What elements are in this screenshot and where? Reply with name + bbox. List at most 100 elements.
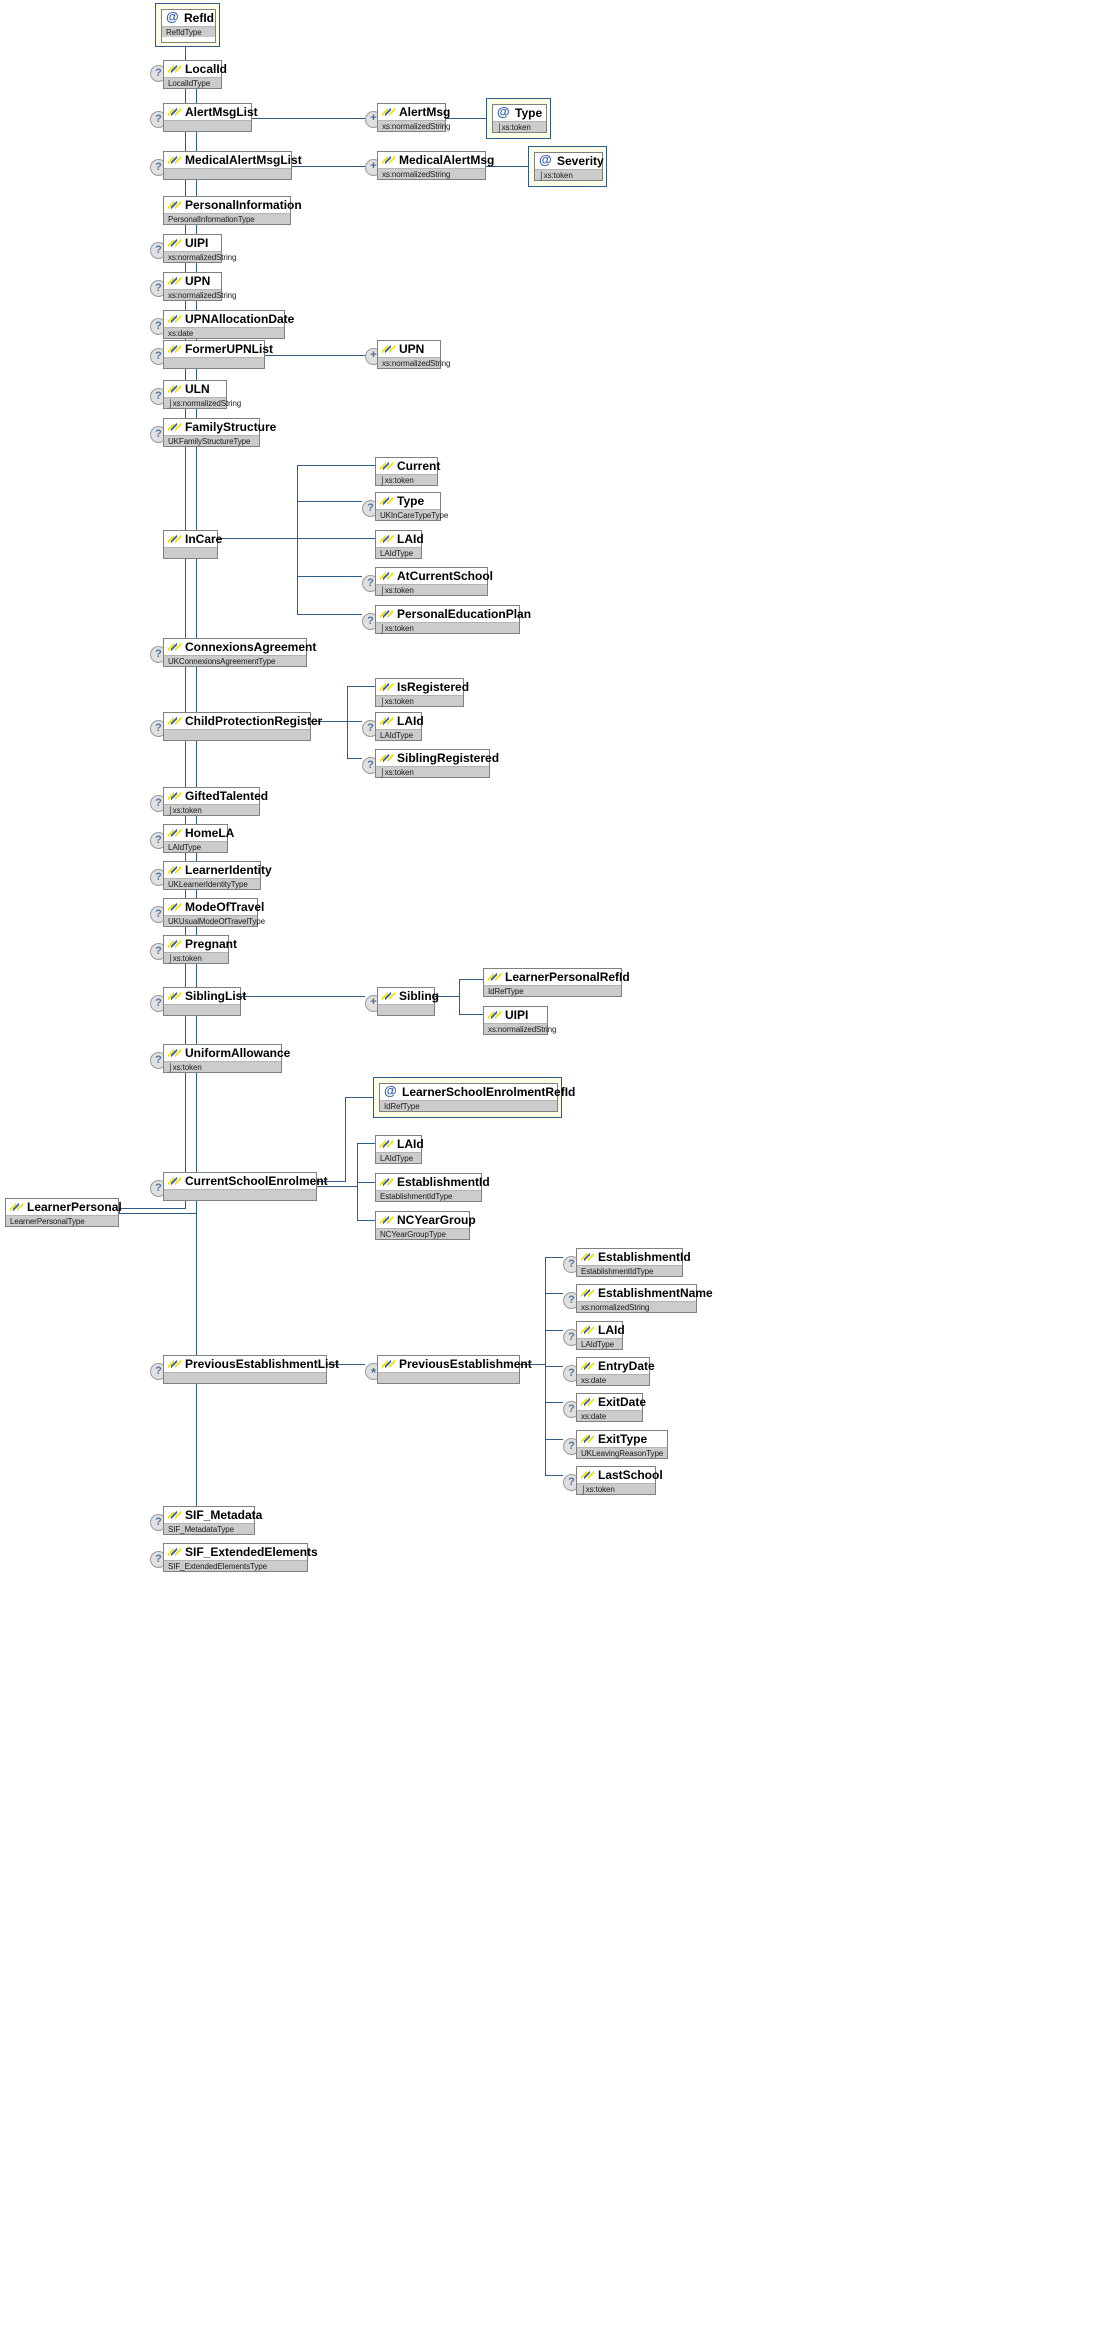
connector-root-to-attr-spine: [119, 1208, 186, 1209]
node-cse-laid-type: LAIdType: [376, 1152, 421, 1163]
node-childprotectionregister-type: [164, 729, 310, 740]
node-formerupnlist[interactable]: FormerUPNList: [163, 340, 273, 369]
node-uniformallowance-name: UniformAllowance: [164, 1045, 290, 1061]
node-pe-lastschool[interactable]: LastSchool ⌡xs:token: [576, 1466, 663, 1495]
node-cpr-siblingregistered[interactable]: SiblingRegistered ⌡xs:token: [375, 749, 499, 778]
node-siblinglist-name: SiblingList: [164, 988, 246, 1004]
node-upn[interactable]: UPN xs:normalizedString: [163, 272, 236, 301]
connector-alertmsglist-to-alertmsg: [252, 118, 365, 119]
node-cse-learnerschoolenrolmentrefid[interactable]: LearnerSchoolEnrolmentRefId IdRefType: [379, 1083, 575, 1112]
node-incare-current[interactable]: Current ⌡xs:token: [375, 457, 440, 486]
node-cse-establishmentid-name: EstablishmentId: [376, 1174, 490, 1190]
node-pe-exittype-type: UKLeavingReasonType: [577, 1447, 667, 1458]
node-localid[interactable]: LocalId LocalIdType: [163, 60, 227, 89]
node-incare-personaleducationplan-name: PersonalEducationPlan: [376, 606, 531, 622]
node-incare-type-type: UKInCareTypeType: [376, 509, 448, 520]
node-giftedtalented[interactable]: GiftedTalented ⌡xs:token: [163, 787, 268, 816]
node-giftedtalented-name: GiftedTalented: [164, 788, 268, 804]
node-cse-ncyeargroup-type: NCYearGroupType: [376, 1228, 469, 1239]
node-currentschoolenrolment-type: [164, 1189, 316, 1200]
node-medicalalertmsg[interactable]: MedicalAlertMsg xs:normalizedString: [377, 151, 494, 180]
node-connexionsagreement-name: ConnexionsAgreement: [164, 639, 316, 655]
connector-cpr-out: [311, 721, 347, 722]
node-cse-laid[interactable]: LAId LAIdType: [375, 1135, 424, 1164]
connector-pe-exittype: [545, 1439, 563, 1440]
node-uniformallowance[interactable]: UniformAllowance ⌡xs:token: [163, 1044, 290, 1073]
node-pe-laid[interactable]: LAId LAIdType: [576, 1321, 625, 1350]
node-upnallocationdate[interactable]: UPNAllocationDate xs:date: [163, 310, 294, 339]
node-personalinformation[interactable]: PersonalInformation PersonalInformationT…: [163, 196, 302, 225]
node-upnallocationdate-name: UPNAllocationDate: [164, 311, 294, 327]
node-connexionsagreement[interactable]: ConnexionsAgreement UKConnexionsAgreemen…: [163, 638, 316, 667]
node-currentschoolenrolment[interactable]: CurrentSchoolEnrolment: [163, 1172, 328, 1201]
node-incare-type-name: Type: [376, 493, 440, 509]
node-cse-establishmentid[interactable]: EstablishmentId EstablishmentIdType: [375, 1173, 490, 1202]
node-pregnant-type: ⌡xs:token: [164, 952, 228, 963]
node-cpr-laid[interactable]: LAId LAIdType: [375, 712, 424, 741]
node-refid[interactable]: RefId RefIdType: [161, 9, 216, 43]
node-sif-extendedelements-name: SIF_ExtendedElements: [164, 1544, 318, 1560]
node-incare-laid[interactable]: LAId LAIdType: [375, 530, 424, 559]
node-formerupn-name: UPN: [378, 341, 440, 357]
node-pregnant[interactable]: Pregnant ⌡xs:token: [163, 935, 237, 964]
node-modeoftravel[interactable]: ModeOfTravel UKUsualModeOfTravelType: [163, 898, 265, 927]
node-familystructure[interactable]: FamilyStructure UKFamilyStructureType: [163, 418, 276, 447]
node-uln[interactable]: ULN ⌡xs:normalizedString: [163, 380, 241, 409]
node-sibling-uipi[interactable]: UIPI xs:normalizedString: [483, 1006, 556, 1035]
connector-cpr-isreg: [347, 686, 375, 687]
connector-alertmsg-to-type: [446, 118, 486, 119]
node-previousestablishment-type: [378, 1372, 519, 1383]
node-sif-metadata[interactable]: SIF_Metadata SIF_MetadataType: [163, 1506, 262, 1535]
node-sif-extendedelements[interactable]: SIF_ExtendedElements SIF_ExtendedElement…: [163, 1543, 318, 1572]
connector-cpr-bus: [347, 686, 348, 758]
node-alertmsg[interactable]: AlertMsg xs:normalizedString: [377, 103, 450, 132]
optional-marker-pe-entrydate: ?: [563, 1365, 580, 1382]
node-alertmsglist-type: [164, 120, 251, 131]
node-pe-establishmentid[interactable]: EstablishmentId EstablishmentIdType: [576, 1248, 691, 1277]
node-localid-type: LocalIdType: [164, 77, 221, 88]
node-sibling[interactable]: Sibling: [377, 987, 439, 1016]
node-uipi[interactable]: UIPI xs:normalizedString: [163, 234, 236, 263]
node-alertmsglist-name: AlertMsgList: [164, 104, 258, 120]
node-learnerpersonal-root[interactable]: LearnerPersonal LearnerPersonalType: [5, 1198, 122, 1227]
node-sibling-learnerpersonalrefid[interactable]: LearnerPersonalRefId IdRefType: [483, 968, 630, 997]
node-siblinglist[interactable]: SiblingList: [163, 987, 246, 1016]
node-formerupn[interactable]: UPN xs:normalizedString: [377, 340, 450, 369]
node-pe-exittype-name: ExitType: [577, 1431, 667, 1447]
node-cpr-isregistered[interactable]: IsRegistered ⌡xs:token: [375, 678, 469, 707]
node-alertmsglist[interactable]: AlertMsgList: [163, 103, 258, 132]
node-previousestablishmentlist[interactable]: PreviousEstablishmentList: [163, 1355, 339, 1384]
node-pe-laid-type: LAIdType: [577, 1338, 622, 1349]
node-cse-ncyeargroup[interactable]: NCYearGroup NCYearGroupType: [375, 1211, 476, 1240]
node-incare-personaleducationplan[interactable]: PersonalEducationPlan ⌡xs:token: [375, 605, 531, 634]
node-uipi-type: xs:normalizedString: [164, 251, 236, 262]
node-incare-atcurrentschool[interactable]: AtCurrentSchool ⌡xs:token: [375, 567, 493, 596]
node-learneridentity[interactable]: LearnerIdentity UKLearnerIdentityType: [163, 861, 272, 890]
node-childprotectionregister[interactable]: ChildProtectionRegister: [163, 712, 322, 741]
node-cpr-siblingregistered-type: ⌡xs:token: [376, 766, 489, 777]
node-uln-type: ⌡xs:normalizedString: [164, 397, 241, 408]
node-incare[interactable]: InCare: [163, 530, 222, 559]
node-incare-atcurrentschool-type: ⌡xs:token: [376, 584, 487, 595]
node-pregnant-name: Pregnant: [164, 936, 237, 952]
node-pe-lastschool-name: LastSchool: [577, 1467, 663, 1483]
node-pe-establishmentname[interactable]: EstablishmentName xs:normalizedString: [576, 1284, 713, 1313]
node-pe-establishmentname-name: EstablishmentName: [577, 1285, 713, 1301]
connector-sibling-out: [435, 996, 459, 997]
connector-cse-lseref: [345, 1097, 373, 1098]
node-incare-type[interactable]: Type UKInCareTypeType: [375, 492, 448, 521]
node-alertmsg-type-attr[interactable]: Type ⌡xs:token: [492, 104, 547, 133]
node-localid-name: LocalId: [164, 61, 227, 77]
node-pe-lastschool-type: ⌡xs:token: [577, 1483, 655, 1494]
node-pe-exittype[interactable]: ExitType UKLeavingReasonType: [576, 1430, 668, 1459]
node-previousestablishmentlist-name: PreviousEstablishmentList: [164, 1356, 339, 1372]
node-homela[interactable]: HomeLA LAIdType: [163, 824, 234, 853]
node-formerupnlist-type: [164, 357, 264, 368]
node-medicalalertmsglist[interactable]: MedicalAlertMsgList: [163, 151, 302, 180]
node-previousestablishment[interactable]: PreviousEstablishment: [377, 1355, 532, 1384]
connector-cse-laid: [357, 1143, 375, 1144]
node-pe-entrydate[interactable]: EntryDate xs:date: [576, 1357, 655, 1386]
node-pe-exitdate[interactable]: ExitDate xs:date: [576, 1393, 646, 1422]
node-severity[interactable]: Severity ⌡xs:token: [534, 152, 604, 181]
